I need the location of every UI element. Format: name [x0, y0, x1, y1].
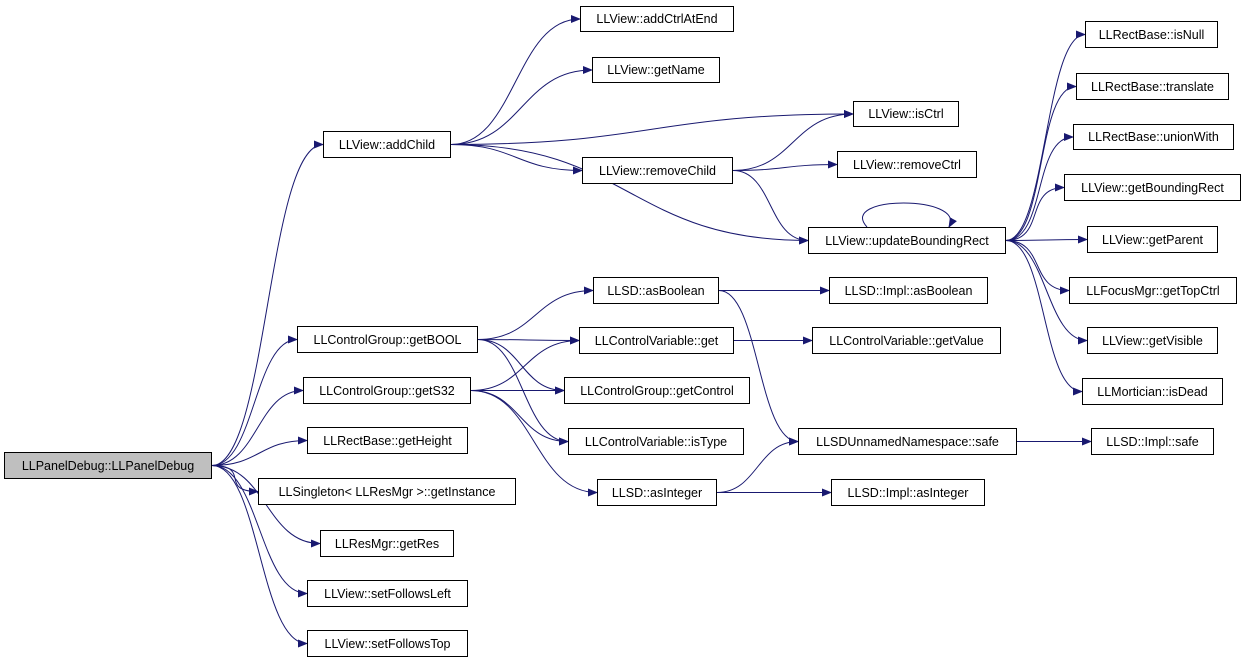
node-getBoundingRect[interactable]: LLView::getBoundingRect — [1064, 174, 1241, 201]
node-getControl[interactable]: LLControlGroup::getControl — [564, 377, 750, 404]
edge-updateBoundingRect-to-getVisible — [1005, 240, 1088, 345]
node-getBOOL[interactable]: LLControlGroup::getBOOL — [297, 326, 478, 353]
node-isCtrl[interactable]: LLView::isCtrl — [853, 101, 959, 127]
edge-root-to-setFollowsTop — [211, 465, 308, 648]
node-unionWith[interactable]: LLRectBase::unionWith — [1073, 124, 1234, 150]
edge-addChild-to-isCtrl — [450, 110, 854, 145]
edge-addChild-to-addCtrlAtEnd — [450, 15, 581, 145]
edge-removeChild-to-removeCtrl — [732, 160, 838, 171]
edge-getBOOL-to-getControl — [477, 339, 565, 395]
edge-addChild-to-removeChild — [450, 144, 583, 175]
edge-asInteger-to-safe — [716, 437, 799, 493]
edge-getS32-to-cvGet — [470, 336, 580, 391]
edge-getBOOL-to-asBoolean — [477, 286, 594, 340]
edge-updateBoundingRect-to-updateBoundingRect — [862, 202, 957, 228]
edge-removeChild-to-isCtrl — [732, 110, 854, 171]
edge-updateBoundingRect-to-isNull — [1005, 30, 1086, 241]
node-getValue[interactable]: LLControlVariable::getValue — [812, 327, 1001, 354]
node-root[interactable]: LLPanelDebug::LLPanelDebug — [4, 452, 212, 479]
node-addChild[interactable]: LLView::addChild — [323, 131, 451, 158]
node-implSafe[interactable]: LLSD::Impl::safe — [1091, 428, 1214, 455]
edge-updateBoundingRect-to-getParent — [1005, 235, 1088, 244]
edge-getS32-to-asInteger — [470, 390, 598, 497]
node-asBoolean[interactable]: LLSD::asBoolean — [593, 277, 719, 304]
node-getParent[interactable]: LLView::getParent — [1087, 226, 1218, 253]
node-getInstance[interactable]: LLSingleton< LLResMgr >::getInstance — [258, 478, 516, 505]
node-translate[interactable]: LLRectBase::translate — [1076, 73, 1229, 100]
edge-removeChild-to-updateBoundingRect — [732, 170, 809, 245]
node-getTopCtrl[interactable]: LLFocusMgr::getTopCtrl — [1069, 277, 1237, 304]
node-updateBoundingRect[interactable]: LLView::updateBoundingRect — [808, 227, 1006, 254]
node-isType[interactable]: LLControlVariable::isType — [568, 428, 744, 455]
node-safe[interactable]: LLSDUnnamedNamespace::safe — [798, 428, 1017, 455]
edge-updateBoundingRect-to-isDead — [1005, 240, 1083, 396]
node-removeCtrl[interactable]: LLView::removeCtrl — [837, 151, 977, 178]
edge-getBOOL-to-cvGet — [477, 336, 580, 345]
edge-root-to-setFollowsLeft — [211, 465, 308, 598]
node-setFollowsLeft[interactable]: LLView::setFollowsLeft — [307, 580, 468, 607]
node-getHeight[interactable]: LLRectBase::getHeight — [307, 427, 468, 454]
edge-asBoolean-to-safe — [718, 290, 799, 446]
node-cvGet[interactable]: LLControlVariable::get — [579, 327, 734, 354]
edge-root-to-getBOOL — [211, 335, 298, 466]
edge-updateBoundingRect-to-translate — [1005, 82, 1077, 241]
edge-updateBoundingRect-to-unionWith — [1005, 133, 1074, 241]
node-isDead[interactable]: LLMortician::isDead — [1082, 378, 1223, 405]
edge-root-to-getHeight — [211, 436, 308, 466]
edge-addChild-to-updateBoundingRect — [450, 144, 809, 245]
node-getRes[interactable]: LLResMgr::getRes — [320, 530, 454, 557]
node-implAsBoolean[interactable]: LLSD::Impl::asBoolean — [829, 277, 988, 304]
node-asInteger[interactable]: LLSD::asInteger — [597, 479, 717, 506]
node-setFollowsTop[interactable]: LLView::setFollowsTop — [307, 630, 468, 657]
edge-addChild-to-getName — [450, 66, 593, 145]
edge-updateBoundingRect-to-getBoundingRect — [1005, 183, 1065, 241]
node-addCtrlAtEnd[interactable]: LLView::addCtrlAtEnd — [580, 6, 734, 32]
node-getName[interactable]: LLView::getName — [592, 57, 720, 83]
node-getS32[interactable]: LLControlGroup::getS32 — [303, 377, 471, 404]
edge-updateBoundingRect-to-getTopCtrl — [1005, 240, 1070, 295]
node-isNull[interactable]: LLRectBase::isNull — [1085, 21, 1218, 48]
edge-root-to-getS32 — [211, 386, 304, 466]
edge-getS32-to-isType — [470, 390, 569, 446]
node-implAsInteger[interactable]: LLSD::Impl::asInteger — [831, 479, 985, 506]
node-removeChild[interactable]: LLView::removeChild — [582, 157, 733, 184]
edge-root-to-addChild — [211, 140, 324, 466]
node-getVisible[interactable]: LLView::getVisible — [1087, 327, 1218, 354]
